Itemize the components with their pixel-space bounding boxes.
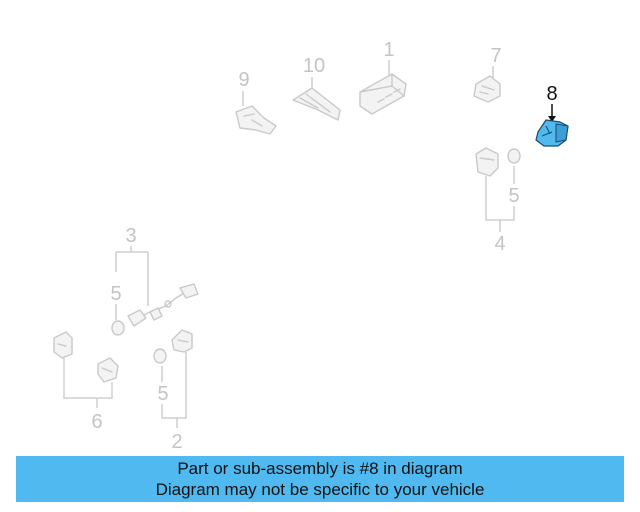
part-1-control-module[interactable]: 1 [359,39,407,115]
banner-line-disclaimer: Diagram may not be specific to your vehi… [155,480,485,499]
info-banner: Part or sub-assembly is #8 in diagram Di… [16,456,624,502]
callout-2: 2 [171,431,182,450]
callout-7: 7 [490,45,501,67]
arrowhead-8 [548,116,556,122]
parts-diagram: 1 10 9 7 8 5 [53,39,569,450]
callout-5-right: 5 [508,185,519,207]
callout-1: 1 [383,39,394,61]
callout-10: 10 [303,55,325,77]
bracket-2 [161,352,187,419]
part-6-brackets[interactable]: 6 [53,331,119,433]
bracket-6 [63,358,113,399]
callout-3: 3 [125,225,136,247]
part-9-sensor[interactable]: 9 [235,69,277,135]
part-8-sensor-highlighted[interactable]: 8 [535,83,569,147]
part-7-sensor[interactable]: 7 [473,45,502,103]
part-2-sensor-assembly[interactable]: 5 2 [153,329,193,450]
callout-6: 6 [91,411,102,433]
callout-8: 8 [546,83,557,105]
banner-line-part: Part or sub-assembly is #8 in diagram [177,459,463,478]
part-4-assembly[interactable]: 5 4 [475,147,521,255]
callout-5-left: 5 [110,283,121,305]
callout-5-bottom: 5 [157,383,168,405]
part-10-bracket[interactable]: 10 [292,55,341,121]
callout-9: 9 [238,69,249,91]
callout-4: 4 [494,233,505,255]
part-3-harness[interactable]: 3 5 [110,225,199,336]
